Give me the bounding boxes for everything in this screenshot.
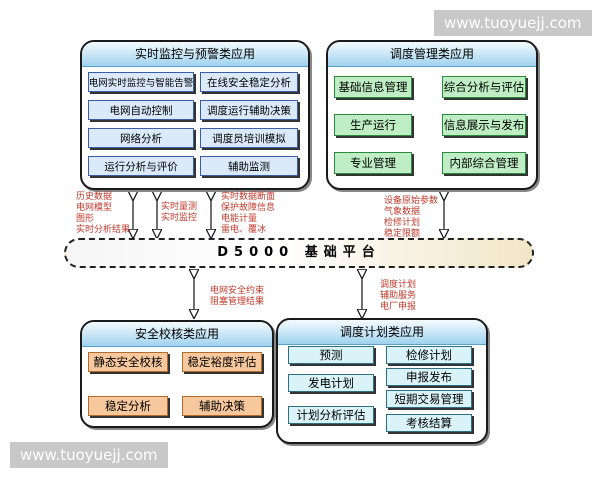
flow-label-left-a: 历史数据 电网模型 图形 实时分析结果: [76, 192, 131, 235]
realtime-item[interactable]: 网络分析: [88, 128, 194, 148]
plan-item[interactable]: 短期交易管理: [386, 390, 472, 408]
security-item[interactable]: 静态安全校核: [88, 352, 168, 372]
dispatch-item[interactable]: 专业管理: [334, 152, 412, 174]
plan-panel-title: 调度计划类应用: [278, 320, 486, 345]
plan-item[interactable]: 考核结算: [386, 414, 472, 432]
security-panel: 安全校核类应用 静态安全校核 稳定裕度评估 稳定分析 辅助决策: [80, 320, 274, 428]
realtime-item[interactable]: 调度运行辅助决策: [200, 100, 298, 120]
flow-label-left-b: 实时量测 实时监控: [161, 202, 198, 223]
dispatch-panel-title: 调度管理类应用: [328, 42, 536, 67]
plan-item[interactable]: 检修计划: [386, 346, 472, 364]
plan-panel: 调度计划类应用 预测 检修计划 发电计划 申报发布 计划分析评估 短期交易管理 …: [276, 318, 488, 444]
d5000-platform[interactable]: D5000 基础平台: [64, 238, 534, 268]
realtime-item[interactable]: 辅助监测: [200, 156, 298, 176]
flow-label-bottom-left: 电网安全约束 阻塞管理结果: [210, 286, 265, 307]
plan-item[interactable]: 预测: [288, 346, 374, 364]
dispatch-item[interactable]: 基础信息管理: [334, 76, 412, 98]
security-item[interactable]: 辅助决策: [182, 396, 262, 416]
security-panel-title: 安全校核类应用: [82, 322, 272, 347]
watermark-bottom: www.tuoyuejj.com: [10, 442, 168, 468]
realtime-item[interactable]: 电网自动控制: [88, 100, 194, 120]
dispatch-item[interactable]: 生产运行: [334, 114, 412, 136]
flow-label-left-c: 实时数据断面 保护故障信息 电能计量 雷电、覆冰: [221, 192, 276, 235]
watermark-top: www.tuoyuejj.com: [434, 10, 592, 36]
realtime-panel: 实时监控与预警类应用 电网实时监控与智能告警 在线安全稳定分析 电网自动控制 调…: [80, 40, 310, 190]
dispatch-item[interactable]: 信息展示与发布: [442, 114, 526, 136]
dispatch-item[interactable]: 内部综合管理: [442, 152, 526, 174]
realtime-panel-title: 实时监控与预警类应用: [82, 42, 308, 67]
security-item[interactable]: 稳定分析: [88, 396, 168, 416]
plan-item[interactable]: 申报发布: [386, 368, 472, 386]
security-item[interactable]: 稳定裕度评估: [182, 352, 262, 372]
flow-label-right: 设备原始参数 气象数据 检修计划 稳定限额: [384, 196, 439, 239]
plan-item[interactable]: 发电计划: [288, 374, 374, 392]
plan-item[interactable]: 计划分析评估: [288, 406, 374, 424]
realtime-item[interactable]: 电网实时监控与智能告警: [88, 72, 194, 92]
dispatch-item[interactable]: 综合分析与评估: [442, 76, 526, 98]
realtime-item[interactable]: 运行分析与评价: [88, 156, 194, 176]
dispatch-panel: 调度管理类应用 基础信息管理 综合分析与评估 生产运行 信息展示与发布 专业管理…: [326, 40, 538, 190]
flow-label-bottom-right: 调度计划 辅助服务 电厂申报: [380, 280, 417, 312]
realtime-item[interactable]: 在线安全稳定分析: [200, 72, 298, 92]
realtime-item[interactable]: 调度员培训模拟: [200, 128, 298, 148]
